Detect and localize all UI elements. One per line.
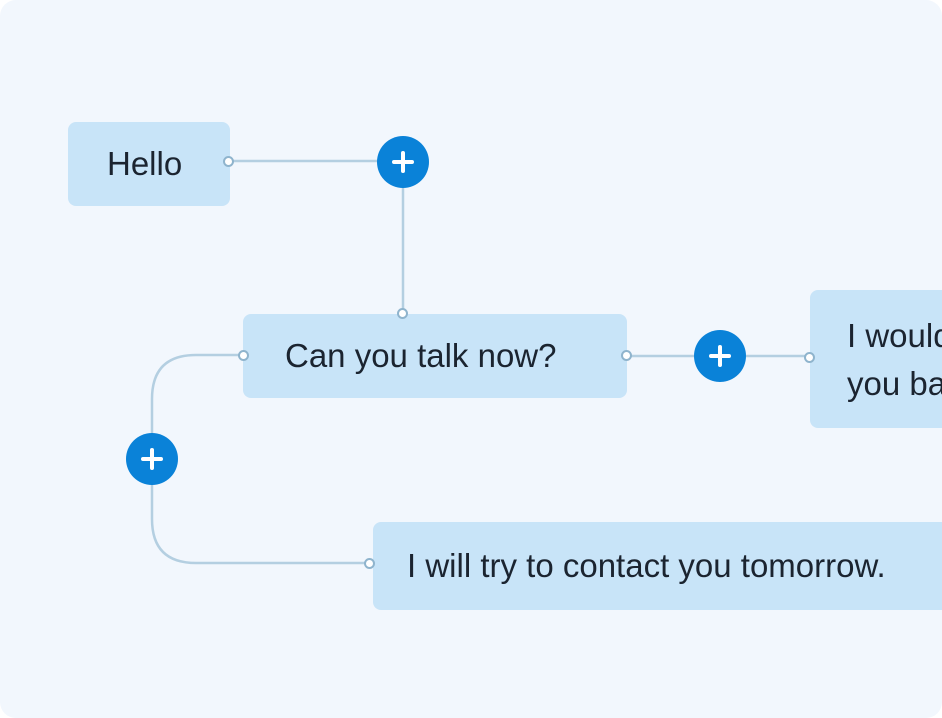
talk-input-port[interactable] <box>397 308 408 319</box>
node-can-you-talk-label: Can you talk now? <box>285 337 557 374</box>
add-node-button-left[interactable] <box>126 433 178 485</box>
callback-input-port[interactable] <box>804 352 815 363</box>
node-tomorrow-label: I will try to contact you tomorrow. <box>407 547 886 584</box>
node-callback[interactable]: I would like to call you back later. <box>810 290 942 428</box>
node-callback-line-2: you back later. <box>847 365 942 402</box>
node-tomorrow[interactable]: I will try to contact you tomorrow. <box>373 522 942 610</box>
add-node-button-top[interactable] <box>377 136 429 188</box>
tomorrow-input-port[interactable] <box>364 558 375 569</box>
add-node-button-right[interactable] <box>694 330 746 382</box>
node-hello-label: Hello <box>107 145 183 182</box>
hello-output-port[interactable] <box>223 156 234 167</box>
node-callback-line-1: I would like to call <box>847 317 942 354</box>
talk-left-port[interactable] <box>238 350 249 361</box>
talk-output-port[interactable] <box>621 350 632 361</box>
node-can-you-talk[interactable]: Can you talk now? <box>243 314 627 398</box>
node-hello[interactable]: Hello <box>68 122 230 206</box>
